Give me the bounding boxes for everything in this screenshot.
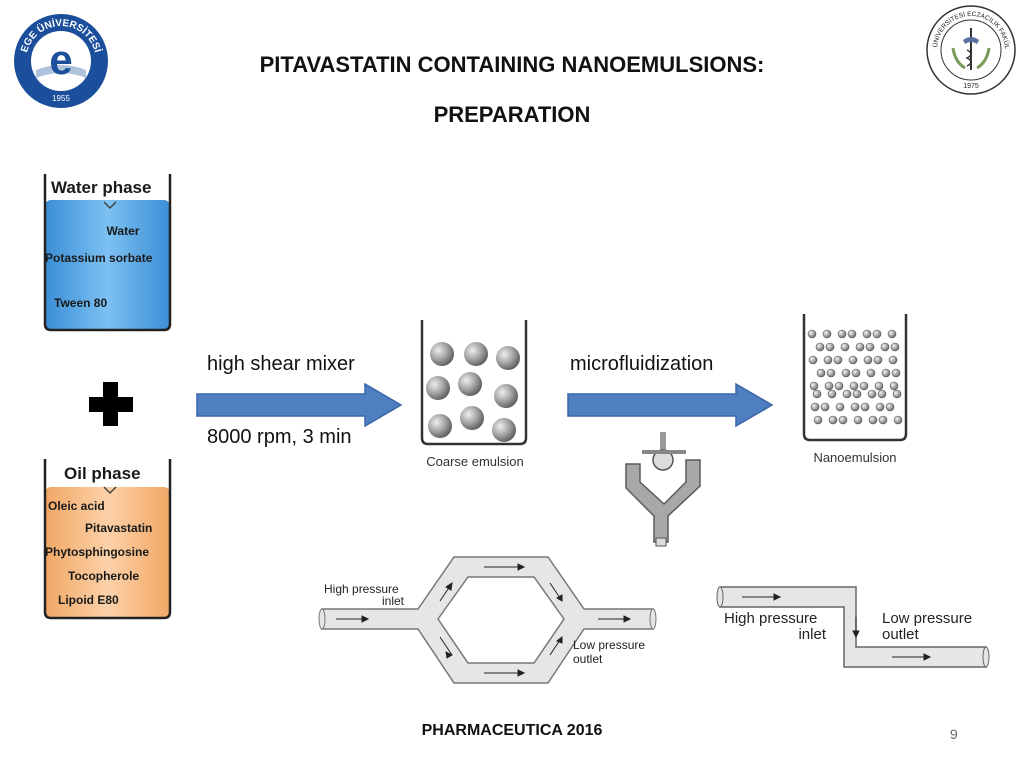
coarse-emulsion-beaker bbox=[420, 320, 528, 446]
water-ingredient: Water bbox=[107, 224, 140, 238]
nano-droplet bbox=[808, 355, 818, 365]
chamber2-outlet-label: Low pressure bbox=[882, 610, 972, 627]
nano-droplet bbox=[878, 415, 888, 425]
oil-ingredient: Oleic acid bbox=[48, 499, 105, 513]
nano-droplet bbox=[860, 402, 870, 412]
right-logo-year: 1975 bbox=[963, 83, 979, 90]
nano-droplet bbox=[889, 381, 899, 391]
nanoemulsion-beaker bbox=[802, 314, 908, 442]
step2-arrow bbox=[567, 382, 774, 428]
nano-droplet bbox=[838, 415, 848, 425]
nano-droplet bbox=[881, 368, 891, 378]
nano-droplet bbox=[823, 355, 833, 365]
nano-droplet bbox=[847, 329, 857, 339]
chamber1-outlet-label: outlet bbox=[573, 652, 603, 666]
nano-droplet bbox=[872, 329, 882, 339]
page-number: 9 bbox=[950, 726, 958, 742]
nano-droplet bbox=[891, 368, 901, 378]
nano-droplet bbox=[809, 381, 819, 391]
oil-ingredient: Lipoid E80 bbox=[58, 593, 119, 607]
nano-droplet bbox=[827, 389, 837, 399]
step1-condition: 8000 rpm, 3 min bbox=[207, 426, 352, 448]
water-ingredient: Tween 80 bbox=[54, 296, 107, 310]
nano-droplet bbox=[834, 381, 844, 391]
nanoemulsion-label: Nanoemulsion bbox=[813, 450, 897, 465]
nano-droplet bbox=[813, 415, 823, 425]
nano-droplet bbox=[848, 355, 858, 365]
nano-droplet bbox=[873, 355, 883, 365]
plus-icon bbox=[89, 382, 133, 426]
nano-droplet bbox=[842, 389, 852, 399]
y-type-interaction-chamber: High pressure inlet Low pressure outlet bbox=[318, 556, 657, 684]
oil-ingredient: Phytosphingosine bbox=[45, 545, 149, 559]
oil-ingredient: Tocopherole bbox=[68, 569, 139, 583]
nano-droplet bbox=[850, 402, 860, 412]
nano-droplet bbox=[853, 415, 863, 425]
microfluidizer-device-icon bbox=[625, 432, 701, 547]
oil-ingredient: Pitavastatin bbox=[85, 521, 152, 535]
nano-droplet bbox=[822, 329, 832, 339]
slide-title: PITAVASTATIN CONTAINING NANOEMULSIONS: bbox=[259, 52, 765, 77]
left-logo-year: 1955 bbox=[52, 94, 70, 103]
nano-droplet bbox=[865, 342, 875, 352]
nano-droplet bbox=[824, 381, 834, 391]
nano-droplet bbox=[812, 389, 822, 399]
step1-arrow bbox=[196, 382, 403, 428]
nano-droplet bbox=[816, 368, 826, 378]
nano-droplet bbox=[849, 381, 859, 391]
nano-droplet bbox=[862, 329, 872, 339]
slide-subtitle: PREPARATION bbox=[433, 102, 591, 127]
nano-droplet bbox=[840, 342, 850, 352]
nano-droplet bbox=[841, 368, 851, 378]
water-phase-title: Water phase bbox=[51, 178, 151, 197]
nano-droplet bbox=[820, 402, 830, 412]
z-type-interaction-chamber: High pressure inlet Low pressure outlet bbox=[716, 586, 990, 668]
nano-droplet bbox=[890, 342, 900, 352]
oil-phase-beaker: Oil phase Oleic acid Pitavastatin Phytos… bbox=[43, 459, 172, 620]
oil-phase-title: Oil phase bbox=[64, 464, 141, 483]
nano-droplet bbox=[833, 355, 843, 365]
nano-droplet bbox=[874, 381, 884, 391]
chamber1-inlet-label: inlet bbox=[382, 594, 405, 608]
nano-droplet bbox=[828, 415, 838, 425]
water-ingredient: Potassium sorbate bbox=[45, 251, 153, 265]
nano-droplet bbox=[887, 329, 897, 339]
nano-droplet bbox=[810, 402, 820, 412]
chamber1-outlet-label: Low pressure bbox=[573, 638, 645, 652]
chamber2-inlet-label: inlet bbox=[798, 626, 826, 643]
nano-droplet bbox=[835, 402, 845, 412]
pharmacy-faculty-logo: EGE ÜNİVERSİTESİ ECZACILIK FAKÜLTESİ 197… bbox=[925, 4, 1016, 95]
coarse-emulsion-label: Coarse emulsion bbox=[426, 454, 524, 469]
nano-droplet bbox=[863, 355, 873, 365]
nano-droplet bbox=[867, 389, 877, 399]
step1-label: high shear mixer bbox=[207, 353, 355, 375]
nano-droplet bbox=[852, 389, 862, 399]
chamber2-inlet-label: High pressure bbox=[724, 610, 817, 627]
ege-university-logo: e EGE ÜNİVERSİTESİ 1955 bbox=[14, 14, 108, 108]
nano-droplet bbox=[815, 342, 825, 352]
nano-droplet bbox=[807, 329, 817, 339]
nano-droplet bbox=[880, 342, 890, 352]
step2-label: microfluidization bbox=[570, 353, 714, 375]
nano-droplet bbox=[825, 342, 835, 352]
nano-droplet bbox=[892, 389, 902, 399]
chamber2-outlet-label: outlet bbox=[882, 626, 920, 643]
nano-droplet bbox=[893, 415, 903, 425]
chamber1-inlet-label: High pressure bbox=[324, 582, 399, 596]
nano-droplet bbox=[851, 368, 861, 378]
nano-droplet bbox=[866, 368, 876, 378]
nano-droplet bbox=[888, 355, 898, 365]
nano-droplet bbox=[837, 329, 847, 339]
nano-droplet bbox=[877, 389, 887, 399]
nano-droplet bbox=[868, 415, 878, 425]
footer-text: PHARMACEUTICA 2016 bbox=[421, 722, 603, 739]
nano-droplet bbox=[855, 342, 865, 352]
nano-droplet bbox=[826, 368, 836, 378]
nano-droplet bbox=[875, 402, 885, 412]
svg-text:e: e bbox=[49, 36, 72, 83]
water-phase-beaker: Water phase Water Potassium sorbate Twee… bbox=[43, 174, 172, 332]
nano-droplet bbox=[859, 381, 869, 391]
nano-droplet bbox=[885, 402, 895, 412]
